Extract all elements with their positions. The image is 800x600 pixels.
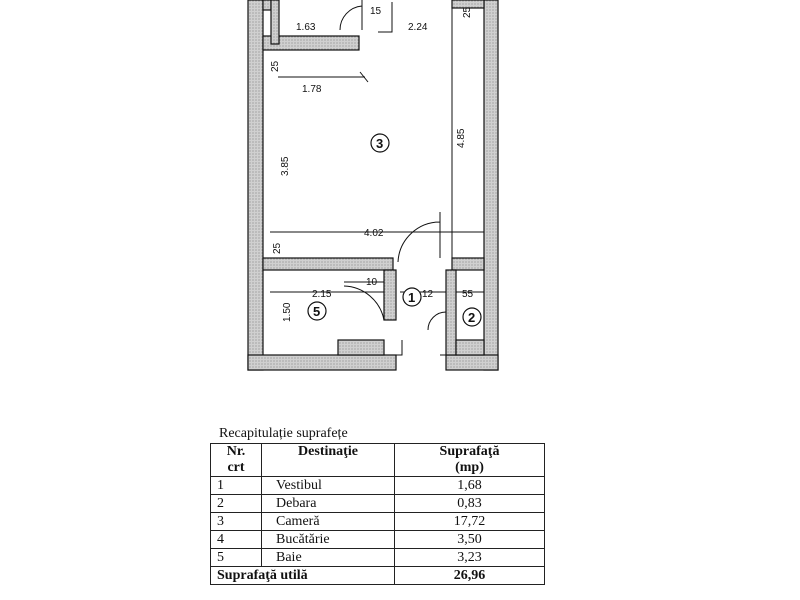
row-nr: 2: [210, 494, 262, 513]
row-name: Cameră: [261, 512, 395, 531]
door-bath: [343, 281, 385, 321]
door-closet: [427, 311, 447, 331]
dim-25-top-right: 25: [462, 6, 473, 18]
table-row: 2 Debara 0,83: [210, 494, 545, 513]
row-nr: 1: [210, 476, 262, 495]
table-row: 1 Vestibul 1,68: [210, 476, 545, 495]
dim-163: 1.63: [296, 22, 316, 33]
table-row: 5 Baie 3,23: [210, 548, 545, 567]
area-table: Nr. crt Destinaţie Suprafaţă (mp) 1 Vest…: [210, 443, 545, 585]
svg-text:1: 1: [408, 290, 415, 305]
wall-closet-partition: [445, 269, 457, 356]
total-value: 26,96: [394, 566, 545, 585]
walls: [247, 0, 499, 371]
row-name: Debara: [261, 494, 395, 513]
wall-upper-stub: [270, 0, 280, 45]
dim-224: 2.24: [408, 22, 428, 33]
wall-bath-niche: [337, 339, 385, 356]
wall-bottom-left: [247, 354, 397, 371]
header-nr: Nr. crt: [210, 443, 262, 477]
wall-closet-niche: [455, 339, 485, 356]
room-marker-2: 2: [462, 307, 482, 327]
table-row: 3 Cameră 17,72: [210, 512, 545, 531]
row-area: 17,72: [394, 512, 545, 531]
row-nr: 3: [210, 512, 262, 531]
dim-12: 12: [422, 289, 434, 300]
svg-text:5: 5: [313, 304, 320, 319]
row-nr: 5: [210, 548, 262, 567]
row-area: 3,50: [394, 530, 545, 549]
room-marker-5: 5: [307, 301, 327, 321]
row-nr: 4: [210, 530, 262, 549]
row-name: Bucătărie: [261, 530, 395, 549]
dim-25-upper-left: 25: [270, 60, 281, 72]
dim-25-lower-left: 25: [272, 242, 283, 254]
door-top-right: [378, 2, 393, 33]
row-area: 3,23: [394, 548, 545, 567]
wall-bath-partition: [383, 269, 397, 321]
dim-178: 1.78: [302, 84, 322, 95]
wall-left: [247, 0, 264, 371]
summary-title: Recapitulație suprafețe: [219, 426, 348, 441]
door-entry: [396, 340, 446, 356]
area-summary: Recapitulație suprafețe Nr. crt Destinaţ…: [205, 426, 555, 585]
wall-right: [483, 0, 499, 371]
room-marker-1: 1: [402, 287, 422, 307]
table-row: 4 Bucătărie 3,50: [210, 530, 545, 549]
table-total-row: Suprafaţă utilă 26,96: [210, 566, 545, 585]
row-name: Baie: [261, 548, 395, 567]
floor-plan: 1.63 15 2.24 25 25 1.78 3.85 4.85 4.02 2…: [247, 0, 499, 371]
wall-bottom-right: [445, 354, 499, 371]
room-marker-3: 3: [370, 133, 390, 153]
door-top: [339, 0, 363, 31]
wall-top-left: [262, 0, 272, 11]
svg-text:3: 3: [376, 136, 383, 151]
wall-middle-left: [262, 257, 394, 271]
wall-middle-right: [451, 257, 485, 271]
table-header: Nr. crt Destinaţie Suprafaţă (mp): [210, 443, 545, 477]
row-area: 0,83: [394, 494, 545, 513]
svg-text:2: 2: [468, 310, 475, 325]
row-name: Vestibul: [261, 476, 395, 495]
dim-10: 10: [366, 277, 378, 288]
dim-150: 1.50: [282, 302, 293, 322]
dim-55: 55: [462, 289, 474, 300]
header-area: Suprafaţă (mp): [394, 443, 545, 477]
wall-top-right: [451, 0, 485, 9]
dim-485: 4.85: [456, 128, 467, 148]
dim-402: 4.02: [364, 228, 384, 239]
row-area: 1,68: [394, 476, 545, 495]
door-room: [397, 212, 441, 263]
total-label: Suprafaţă utilă: [210, 566, 395, 585]
dim-385: 3.85: [280, 156, 291, 176]
dim-215: 2.15: [312, 289, 332, 300]
wall-upper-partition: [262, 35, 360, 51]
header-destination: Destinaţie: [261, 443, 395, 477]
dim-15: 15: [370, 6, 382, 17]
